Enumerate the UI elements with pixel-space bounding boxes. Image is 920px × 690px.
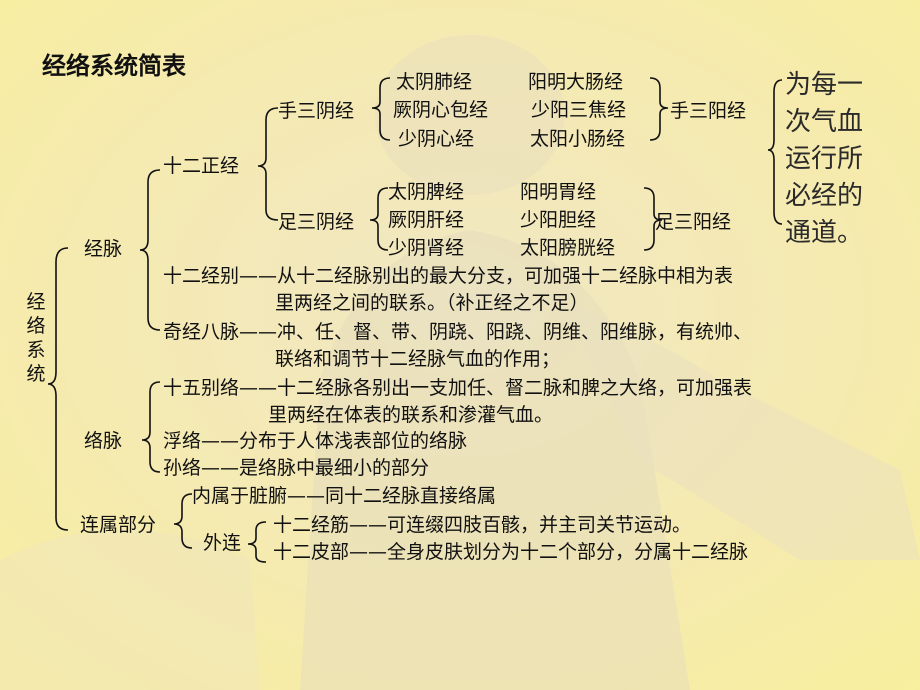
sunluo-text: 孙络——是络脉中最细小的部分 [163, 457, 430, 479]
pibu-text: 十二皮部——全身皮肤划分为十二个部分，分属十二经脉 [273, 541, 749, 563]
fuluo-text: 浮络——分布于人体浅表部位的络脉 [163, 430, 468, 452]
qijing-text-line2: 联络和调节十二经脉气血的作用； [275, 348, 561, 370]
bieluo-text-line2: 里两经在体表的联系和渗灌气血。 [268, 404, 554, 426]
shousanyin-label: 手三阴经 [278, 100, 355, 122]
zusanyin-row1-yang: 阳明胃经 [520, 181, 597, 203]
note-line-5: 通道。 [785, 218, 864, 248]
shousanyin-row3-yin: 少阴心经 [398, 128, 475, 150]
qijing-text-line1: 奇经八脉——冲、任、督、带、阴跷、阳跷、阴维、阳维脉，有统帅、 [163, 321, 753, 343]
shousanyang-label: 手三阳经 [670, 100, 747, 122]
wailian-label: 外连 [203, 532, 242, 554]
luomai-label: 络脉 [84, 430, 123, 452]
zusanyin-row3-yang: 太阳膀胱经 [520, 237, 616, 259]
jingjin-text: 十二经筋——可连缀四肢百骸，并主司关节运动。 [273, 514, 692, 536]
lianshu-label: 连属部分 [80, 514, 157, 536]
zusanyin-row2-yin: 厥阴肝经 [388, 209, 465, 231]
shousanyin-row2-yang: 少阳三焦经 [531, 99, 627, 121]
page-title: 经络系统简表 [42, 52, 186, 80]
zusanyang-label: 足三阳经 [655, 211, 732, 233]
shousanyin-row3-yang: 太阳小肠经 [530, 128, 626, 150]
bieluo-text-line1: 十五别络——十二经脉各别出一支加任、督二脉和脾之大络，可加强表 [163, 377, 753, 399]
shousanyin-row2-yin: 厥阴心包经 [393, 99, 489, 121]
zusanyin-row3-yin: 少阴肾经 [388, 237, 465, 259]
zusanyin-row1-yin: 太阴脾经 [388, 181, 465, 203]
zusanyin-label: 足三阴经 [278, 211, 355, 233]
neishu-text: 内属于脏腑——同十二经脉直接络属 [192, 485, 497, 507]
note-line-2: 次气血 [785, 107, 864, 137]
note-line-1: 为每一 [785, 70, 864, 100]
zhengjing-label: 十二正经 [163, 155, 240, 177]
zusanyin-row2-yang: 少阳胆经 [520, 209, 597, 231]
jingbie-text-line1: 十二经别——从十二经脉别出的最大分支，可加强十二经脉中相为表 [163, 265, 734, 287]
note-line-3: 运行所 [785, 144, 864, 174]
note-line-4: 必经的 [785, 181, 864, 211]
shousanyin-row1-yin: 太阴肺经 [396, 71, 473, 93]
jingmai-label: 经脉 [84, 238, 123, 260]
root-label: 经络系统 [26, 291, 46, 385]
jingbie-text-line2: 里两经之间的联系。（补正经之不足） [275, 292, 589, 314]
shousanyin-row1-yang: 阳明大肠经 [528, 71, 624, 93]
